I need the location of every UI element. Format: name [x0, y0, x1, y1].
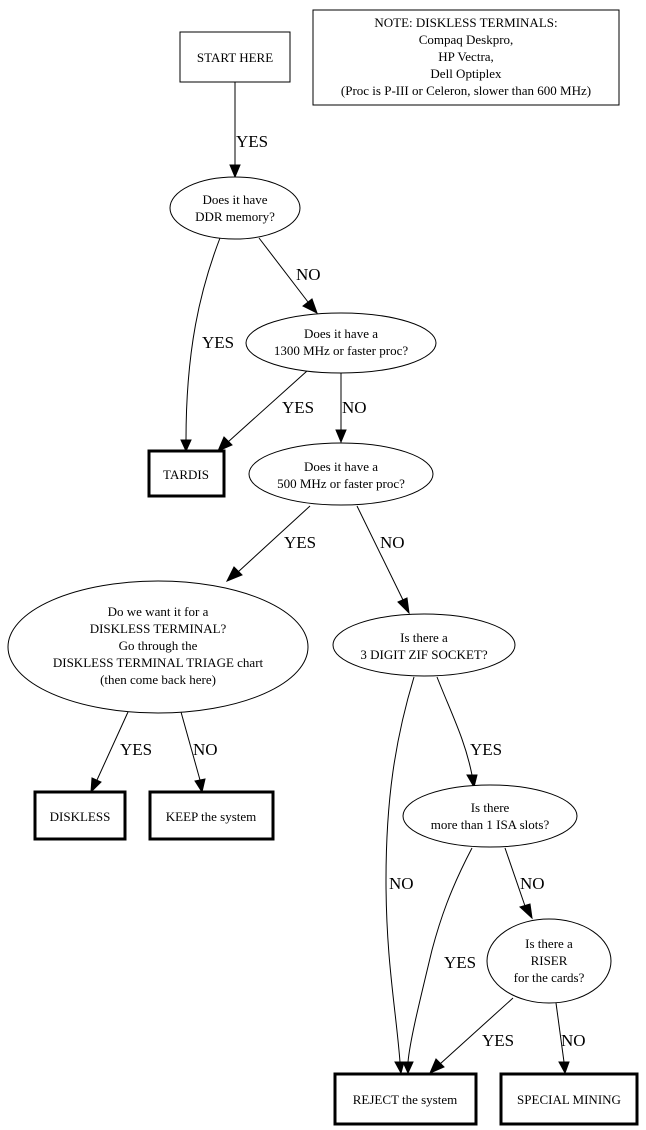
edge-label: YES	[470, 740, 502, 759]
edge-riser-reject: YES	[429, 997, 514, 1074]
node-diskless: DISKLESS	[33, 790, 127, 841]
node-label: START HERE	[197, 50, 273, 65]
node-label: Is there a	[525, 936, 573, 951]
node-label: DISKLESS	[50, 809, 111, 824]
edge-zif-isa: YES	[436, 676, 502, 789]
note-box: NOTE: DISKLESS TERMINALS: Compaq Deskpro…	[312, 9, 620, 106]
node-diskless-terminal-question: Do we want it for a DISKLESS TERMINAL? G…	[7, 580, 309, 714]
node-label: Is there a	[400, 630, 448, 645]
node-label: more than 1 ISA slots?	[431, 817, 550, 832]
edge-label: YES	[236, 132, 268, 151]
node-reject-system: REJECT the system	[333, 1072, 478, 1126]
arrowhead-icon	[558, 1061, 570, 1075]
note-line: NOTE: DISKLESS TERMINALS:	[374, 15, 557, 30]
node-riser-question: Is there a RISER for the cards?	[486, 918, 612, 1004]
node-label: DISKLESS TERMINAL?	[90, 621, 227, 636]
edge-label: YES	[482, 1031, 514, 1050]
edge-isa-riser: NO	[504, 847, 545, 920]
edge-zif-reject: NO	[385, 676, 415, 1075]
arrowhead-icon	[194, 778, 206, 794]
arrowhead-icon	[217, 436, 233, 452]
edge-label: NO	[389, 874, 414, 893]
node-label: 3 DIGIT ZIF SOCKET?	[360, 647, 487, 662]
edge-mhz500-zif: NO	[356, 505, 410, 615]
node-500mhz-question: Does it have a 500 MHz or faster proc?	[248, 442, 434, 506]
edge-ddr-mhz1300: NO	[258, 237, 321, 315]
edge-mhz500-diskless-q: YES	[225, 505, 316, 582]
arrowhead-icon	[466, 774, 478, 789]
node-ddr-question: Does it have DDR memory?	[169, 176, 301, 240]
edge-start-ddr: YES	[229, 82, 268, 179]
edge-ddr-tardis: YES	[180, 237, 234, 453]
node-1300mhz-question: Does it have a 1300 MHz or faster proc?	[245, 312, 437, 374]
arrowhead-icon	[519, 903, 533, 920]
node-label: RISER	[531, 953, 568, 968]
arrowhead-icon	[225, 566, 243, 582]
arrowhead-icon	[335, 429, 347, 444]
arrowhead-icon	[302, 298, 318, 315]
arrowhead-icon	[397, 597, 410, 615]
arrowhead-icon	[402, 1061, 414, 1075]
node-label: DISKLESS TERMINAL TRIAGE chart	[53, 655, 264, 670]
edge-diskless-q-diskless: YES	[90, 711, 152, 794]
node-label: TARDIS	[163, 467, 209, 482]
edge-label: NO	[380, 533, 405, 552]
note-line: (Proc is P-III or Celeron, slower than 6…	[341, 83, 591, 98]
edge-label: YES	[120, 740, 152, 759]
edge-diskless-q-keep: NO	[180, 711, 218, 794]
edge-label: NO	[193, 740, 218, 759]
edge-label: NO	[520, 874, 545, 893]
node-label: Go through the	[119, 638, 198, 653]
edge-mhz1300-tardis: YES	[217, 370, 314, 452]
node-label: 1300 MHz or faster proc?	[274, 343, 409, 358]
node-label: (then come back here)	[100, 672, 216, 687]
edge-label: NO	[561, 1031, 586, 1050]
arrowhead-icon	[229, 164, 241, 179]
node-keep-system: KEEP the system	[148, 790, 275, 841]
edge-label: YES	[444, 953, 476, 972]
node-label: SPECIAL MINING	[517, 1092, 621, 1107]
arrowhead-icon	[429, 1058, 445, 1074]
node-label: Do we want it for a	[108, 604, 209, 619]
node-label: Does it have	[203, 192, 268, 207]
node-label: KEEP the system	[166, 809, 257, 824]
edge-label: NO	[342, 398, 367, 417]
note-line: Dell Optiplex	[430, 66, 502, 81]
node-label: REJECT the system	[353, 1092, 457, 1107]
note-line: Compaq Deskpro,	[419, 32, 514, 47]
node-start-here: START HERE	[179, 31, 291, 83]
arrowhead-icon	[90, 777, 102, 794]
edge-label: NO	[296, 265, 321, 284]
node-label: Is there	[471, 800, 510, 815]
edge-mhz1300-mhz500: NO	[335, 373, 367, 444]
node-isa-slots-question: Is there more than 1 ISA slots?	[402, 784, 578, 848]
arrowhead-icon	[394, 1061, 405, 1075]
node-special-mining: SPECIAL MINING	[499, 1072, 639, 1126]
edge-label: YES	[202, 333, 234, 352]
edge-label: YES	[284, 533, 316, 552]
edge-label: YES	[282, 398, 314, 417]
edge-riser-special: NO	[555, 1002, 586, 1075]
arrowhead-icon	[180, 439, 192, 453]
node-label: Does it have a	[304, 459, 378, 474]
node-label: for the cards?	[514, 970, 585, 985]
edge-isa-reject: YES	[402, 847, 476, 1075]
node-tardis: TARDIS	[147, 449, 226, 498]
node-label: DDR memory?	[195, 209, 275, 224]
node-zif-socket-question: Is there a 3 DIGIT ZIF SOCKET?	[332, 613, 516, 677]
node-label: 500 MHz or faster proc?	[277, 476, 405, 491]
node-label: Does it have a	[304, 326, 378, 341]
note-line: HP Vectra,	[438, 49, 494, 64]
